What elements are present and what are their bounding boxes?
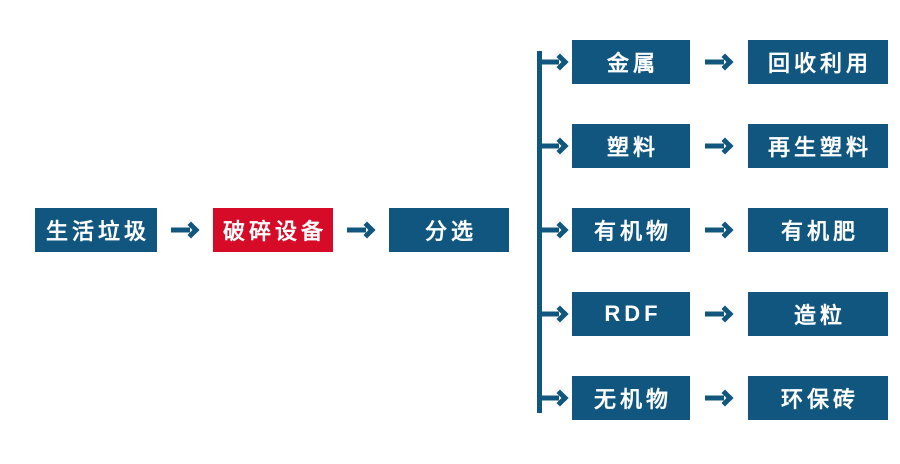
arrow-right-icon [542, 302, 569, 326]
arrow-head [551, 305, 569, 323]
node-household-waste: 生活垃圾 [35, 208, 157, 252]
arrow-right-icon [705, 302, 734, 326]
arrow-head [716, 53, 734, 71]
node-inorganic-matter: 无机物 [572, 376, 690, 420]
arrow-right-icon [705, 134, 734, 158]
arrow-head [358, 221, 376, 239]
node-granulation: 造粒 [748, 292, 888, 336]
arrow-bar [171, 227, 190, 233]
arrow-right-icon [705, 218, 734, 242]
node-organic-matter: 有机物 [572, 208, 690, 252]
arrow-bar [705, 59, 724, 65]
arrow-bar [542, 227, 559, 233]
branch-row-inorganic: 无机物 环保砖 [542, 376, 888, 420]
node-plastic: 塑料 [572, 124, 690, 168]
branch-row-plastic: 塑料 再生塑料 [542, 124, 888, 168]
arrow-right-icon [347, 218, 376, 242]
arrow-head [551, 221, 569, 239]
arrow-right-icon [542, 50, 569, 74]
node-recycling: 回收利用 [748, 40, 888, 84]
arrow-bar [705, 227, 724, 233]
arrow-head [716, 221, 734, 239]
arrow-bar [542, 59, 559, 65]
arrow-bar [542, 395, 559, 401]
arrow-head [716, 305, 734, 323]
node-organic-fertilizer: 有机肥 [748, 208, 888, 252]
arrow-bar [542, 143, 559, 149]
node-sorting: 分选 [389, 208, 509, 252]
arrow-head [551, 389, 569, 407]
arrow-right-icon [705, 386, 734, 410]
arrow-bar [705, 311, 724, 317]
arrow-head [716, 389, 734, 407]
arrow-head [551, 137, 569, 155]
arrow-bar [705, 143, 724, 149]
arrow-bar [347, 227, 366, 233]
node-metal: 金属 [572, 40, 690, 84]
arrow-right-icon [171, 218, 200, 242]
arrow-right-icon [705, 50, 734, 74]
branch-row-rdf: RDF 造粒 [542, 292, 888, 336]
main-process-chain: 生活垃圾 破碎设备 分选 [35, 208, 509, 252]
arrow-head [182, 221, 200, 239]
arrow-right-icon [542, 134, 569, 158]
arrow-bar [542, 311, 559, 317]
arrow-head [716, 137, 734, 155]
node-recycled-plastic: 再生塑料 [748, 124, 888, 168]
node-rdf: RDF [572, 292, 690, 336]
branch-row-metal: 金属 回收利用 [542, 40, 888, 84]
arrow-bar [705, 395, 724, 401]
branch-row-organic: 有机物 有机肥 [542, 208, 888, 252]
arrow-head [551, 53, 569, 71]
node-eco-brick: 环保砖 [748, 376, 888, 420]
node-crushing-equipment: 破碎设备 [213, 208, 333, 252]
branch-trunk-line [537, 51, 542, 413]
arrow-right-icon [542, 218, 569, 242]
arrow-right-icon [542, 386, 569, 410]
